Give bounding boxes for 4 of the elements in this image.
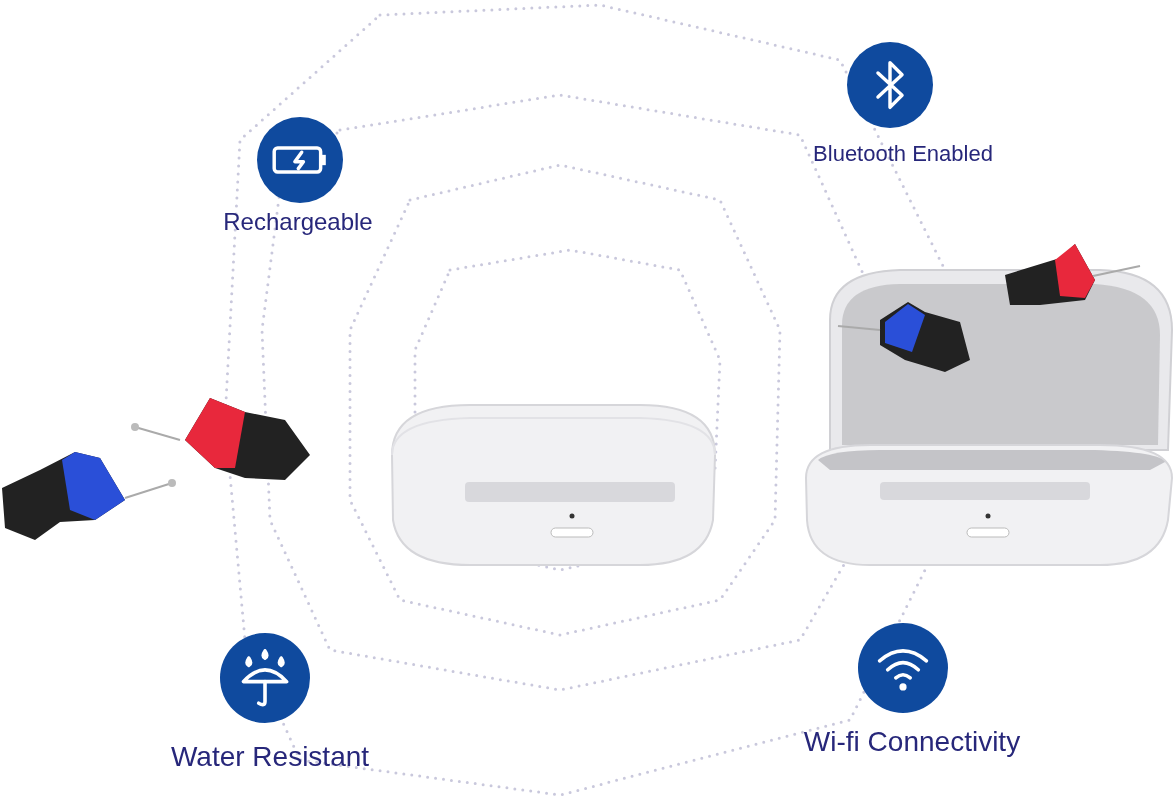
feature-label: Bluetooth Enabled: [813, 141, 993, 167]
feature-label: Wi-fi Connectivity: [803, 726, 1021, 759]
feature-label: Water Resistant: [170, 741, 370, 774]
feature-label: Rechargeable: [223, 208, 373, 236]
